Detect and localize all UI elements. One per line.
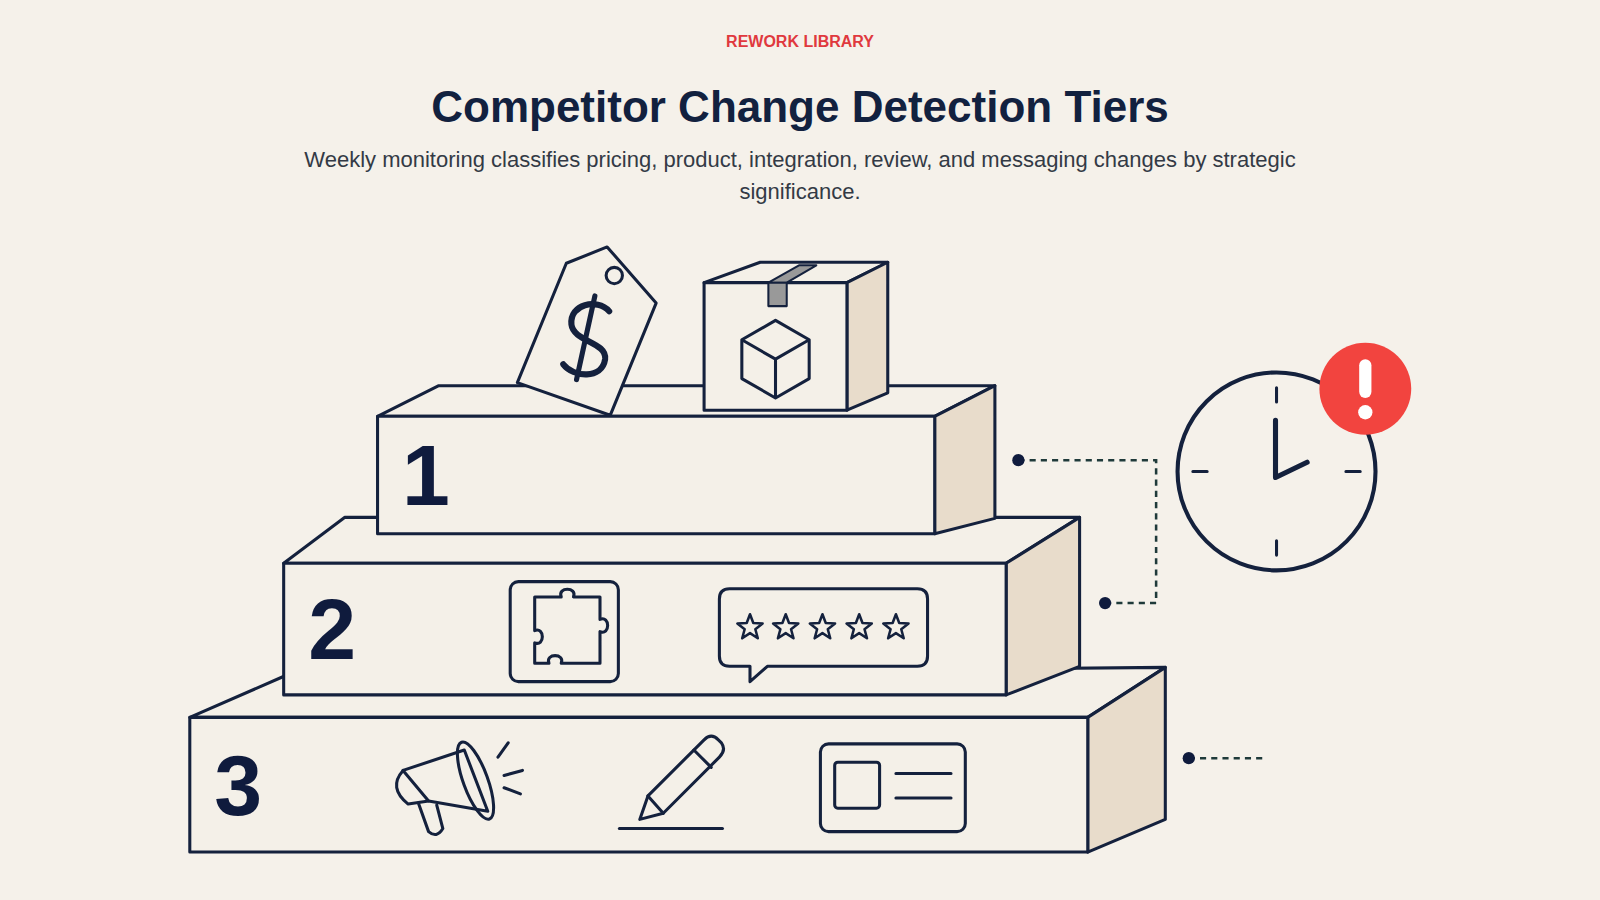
card-icon	[820, 744, 965, 832]
tier-side	[1088, 667, 1166, 852]
diagram-caption: Weekly monitoring classifies pricing, pr…	[270, 144, 1330, 208]
tier-box: 3	[190, 717, 1088, 852]
tier-front	[190, 717, 1088, 852]
tier-front	[284, 563, 1006, 695]
tier-number: 3	[214, 742, 262, 828]
tier-number: 2	[308, 586, 356, 672]
price-tag-icon	[517, 247, 656, 415]
leader-dot	[1012, 454, 1195, 764]
product-box-icon	[704, 262, 888, 410]
star	[847, 614, 872, 638]
tier-number: 1	[402, 432, 450, 518]
pencil-icon	[619, 736, 723, 828]
star	[810, 614, 835, 638]
star	[737, 614, 762, 638]
tier-side	[935, 386, 995, 534]
tier-side	[1006, 517, 1079, 695]
leader-line	[1018, 460, 1267, 758]
megaphone-icon	[397, 738, 523, 835]
integration-icon	[510, 582, 618, 682]
brand-label: REWORK LIBRARY	[0, 33, 1600, 51]
star	[883, 614, 908, 638]
tier-front	[378, 416, 935, 533]
tier-box: 2	[284, 563, 1006, 695]
tier-box: 1	[378, 416, 935, 533]
alert-badge	[1319, 343, 1411, 435]
tier-top	[378, 386, 995, 417]
diagram-title: Competitor Change Detection Tiers	[0, 82, 1600, 132]
review-icon	[719, 589, 927, 682]
star	[773, 614, 798, 638]
